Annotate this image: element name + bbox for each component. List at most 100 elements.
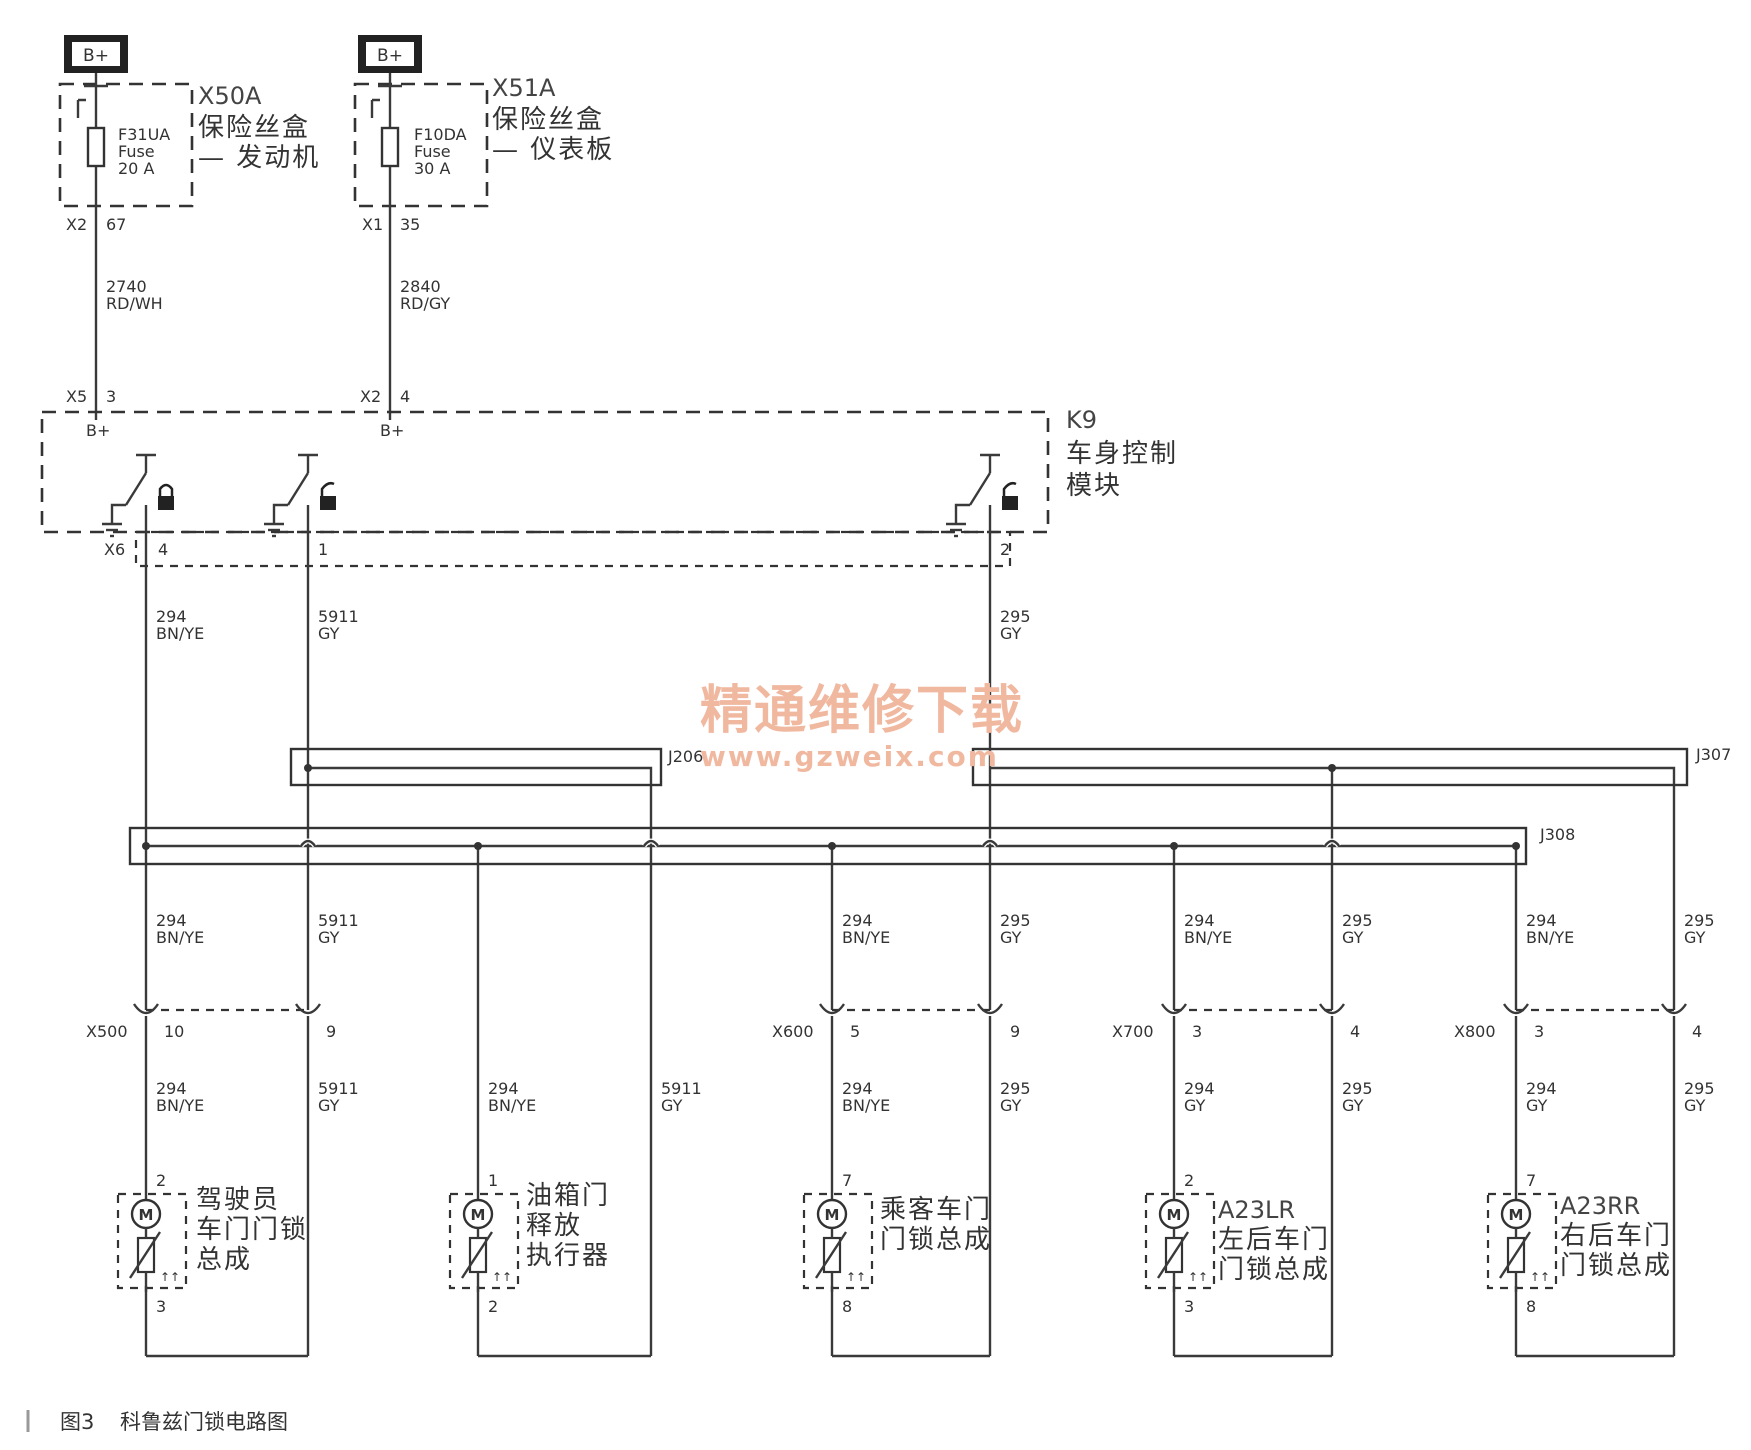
svg-text:294: 294 bbox=[1526, 911, 1557, 930]
svg-text:295: 295 bbox=[1684, 911, 1715, 930]
svg-text:8: 8 bbox=[842, 1297, 852, 1316]
svg-text:模块: 模块 bbox=[1066, 471, 1122, 501]
svg-text:Fuse: Fuse bbox=[118, 142, 155, 161]
svg-text:M: M bbox=[1509, 1206, 1524, 1224]
svg-text:X600: X600 bbox=[772, 1022, 814, 1041]
main-wiring bbox=[144, 505, 1676, 1356]
svg-text:乘客车门: 乘客车门 bbox=[880, 1195, 992, 1225]
watermark: 精通维修下载 www.gzweix.com bbox=[700, 680, 1022, 773]
svg-text:X50A: X50A bbox=[198, 82, 262, 110]
inline-connector-x600: X600 5 9 bbox=[772, 1003, 1020, 1041]
svg-text:295: 295 bbox=[1342, 1079, 1373, 1098]
svg-text:— 发动机: — 发动机 bbox=[198, 143, 320, 173]
svg-text:J307: J307 bbox=[1695, 745, 1731, 764]
inline-connector-x800: X800 3 4 bbox=[1454, 1003, 1702, 1041]
lower-wire-labels: 294 BN/YE 5911 GY 294 BN/YE 5911 GY 294 … bbox=[156, 1079, 1715, 1115]
svg-text:图3: 图3 bbox=[60, 1410, 94, 1434]
svg-text:K9: K9 bbox=[1066, 406, 1097, 434]
svg-text:X5: X5 bbox=[66, 387, 87, 406]
svg-text:释放: 释放 bbox=[526, 1211, 582, 1241]
fuse-icon bbox=[86, 126, 106, 168]
svg-text:X6: X6 bbox=[104, 540, 125, 559]
svg-text:车身控制: 车身控制 bbox=[1066, 439, 1178, 469]
svg-text:Fuse: Fuse bbox=[414, 142, 451, 161]
svg-text:GY: GY bbox=[1000, 1096, 1022, 1115]
svg-text:GY: GY bbox=[1000, 928, 1022, 947]
svg-text:J308: J308 bbox=[1539, 825, 1575, 844]
svg-text:2: 2 bbox=[488, 1297, 498, 1316]
svg-text:执行器: 执行器 bbox=[526, 1241, 610, 1271]
svg-text:3: 3 bbox=[106, 387, 116, 406]
svg-text:67: 67 bbox=[106, 215, 126, 234]
svg-text:科鲁兹门锁电路图: 科鲁兹门锁电路图 bbox=[120, 1410, 288, 1434]
svg-text:↑↑: ↑↑ bbox=[1530, 1270, 1550, 1284]
svg-text:2740: 2740 bbox=[106, 277, 147, 296]
actuator-right-rear-door-lock: M ↑↑ 7 8 A23RR 右后车门 门锁总成 bbox=[1486, 1171, 1672, 1316]
svg-text:3: 3 bbox=[1184, 1297, 1194, 1316]
svg-text:保险丝盒: 保险丝盒 bbox=[492, 105, 604, 135]
svg-text:7: 7 bbox=[1526, 1171, 1536, 1190]
svg-text:M: M bbox=[825, 1206, 840, 1224]
actuator-driver-door-lock: M ↑↑ 2 3 驾驶员 车门门锁 总成 bbox=[116, 1171, 308, 1316]
svg-text:294: 294 bbox=[156, 1079, 187, 1098]
svg-text:总成: 总成 bbox=[196, 1245, 252, 1275]
inline-connector-x500: X500 10 9 bbox=[86, 1003, 336, 1041]
svg-text:4: 4 bbox=[1692, 1022, 1702, 1041]
svg-text:M: M bbox=[471, 1206, 486, 1224]
svg-text:294: 294 bbox=[488, 1079, 519, 1098]
svg-text:GY: GY bbox=[1684, 928, 1706, 947]
svg-text:5911: 5911 bbox=[318, 911, 359, 930]
svg-text:B+: B+ bbox=[377, 46, 403, 66]
svg-text:7: 7 bbox=[842, 1171, 852, 1190]
svg-text:X2: X2 bbox=[66, 215, 87, 234]
lock-switch-2 bbox=[264, 453, 336, 538]
svg-text:— 仪表板: — 仪表板 bbox=[492, 135, 614, 165]
svg-text:8: 8 bbox=[1526, 1297, 1536, 1316]
svg-text:油箱门: 油箱门 bbox=[526, 1181, 610, 1211]
svg-text:www.gzweix.com: www.gzweix.com bbox=[700, 740, 999, 773]
svg-text:RD/WH: RD/WH bbox=[106, 294, 163, 313]
body-control-module-k9: X5 3 B+ X2 4 B+ K9 车身控制 模块 bbox=[40, 387, 1178, 568]
lock-switch-1 bbox=[102, 453, 174, 538]
svg-text:5911: 5911 bbox=[661, 1079, 702, 1098]
svg-text:3: 3 bbox=[1192, 1022, 1202, 1041]
svg-text:GY: GY bbox=[318, 624, 340, 643]
svg-text:294: 294 bbox=[1526, 1079, 1557, 1098]
svg-text:2: 2 bbox=[1184, 1171, 1194, 1190]
svg-text:4: 4 bbox=[158, 540, 168, 559]
actuator-passenger-door-lock: M ↑↑ 7 8 乘客车门 门锁总成 bbox=[802, 1171, 992, 1316]
svg-text:GY: GY bbox=[1684, 1096, 1706, 1115]
svg-text:X800: X800 bbox=[1454, 1022, 1496, 1041]
svg-text:RD/GY: RD/GY bbox=[400, 294, 450, 313]
svg-text:BN/YE: BN/YE bbox=[156, 1096, 204, 1115]
fuse-icon bbox=[380, 126, 400, 168]
svg-text:GY: GY bbox=[661, 1096, 683, 1115]
svg-text:GY: GY bbox=[1184, 1096, 1206, 1115]
svg-text:294: 294 bbox=[1184, 1079, 1215, 1098]
svg-text:1: 1 bbox=[488, 1171, 498, 1190]
svg-text:门锁总成: 门锁总成 bbox=[1560, 1251, 1672, 1281]
actuator-left-rear-door-lock: M ↑↑ 2 3 A23LR 左后车门 门锁总成 bbox=[1144, 1171, 1328, 1316]
svg-text:1: 1 bbox=[318, 540, 328, 559]
svg-text:车门门锁: 车门门锁 bbox=[196, 1215, 308, 1245]
svg-text:5: 5 bbox=[850, 1022, 860, 1041]
svg-text:X2: X2 bbox=[360, 387, 381, 406]
bcm-output-wire-labels: 294 BN/YE 5911 GY 295 GY bbox=[156, 607, 1031, 643]
svg-text:X500: X500 bbox=[86, 1022, 128, 1041]
power-source-1: B+ bbox=[64, 35, 128, 73]
svg-text:4: 4 bbox=[400, 387, 410, 406]
svg-text:294: 294 bbox=[156, 607, 187, 626]
splice-j307: J307 bbox=[971, 745, 1731, 787]
svg-text:GY: GY bbox=[1342, 1096, 1364, 1115]
svg-text:35: 35 bbox=[400, 215, 420, 234]
svg-text:GY: GY bbox=[1342, 928, 1364, 947]
power-source-2: B+ bbox=[358, 35, 422, 73]
svg-text:10: 10 bbox=[164, 1022, 184, 1041]
svg-text:295: 295 bbox=[1342, 911, 1373, 930]
actuator-fuel-door-release: M ↑↑ 1 2 油箱门 释放 执行器 bbox=[448, 1171, 610, 1316]
lower-wiring bbox=[144, 1016, 1676, 1358]
svg-text:B+: B+ bbox=[86, 421, 110, 440]
svg-text:BN/YE: BN/YE bbox=[156, 624, 204, 643]
svg-text:X1: X1 bbox=[362, 215, 383, 234]
